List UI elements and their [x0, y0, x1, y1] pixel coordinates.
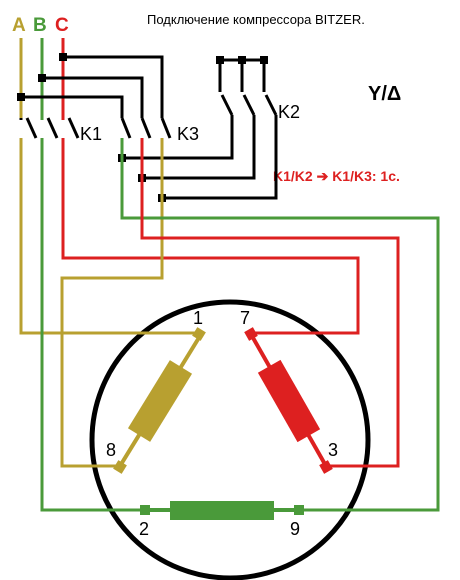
k2-label: K2: [278, 102, 300, 122]
phase-label-c: C: [55, 15, 69, 36]
k3-contacts: [120, 117, 172, 139]
phase-label-b: B: [33, 15, 47, 36]
k3-label: K3: [177, 124, 199, 144]
timing-note: K1/K2 ➔ K1/K3: 1c.: [273, 168, 400, 184]
wire-k3a-to-8: [60, 138, 164, 468]
terminal-7-label: 7: [240, 308, 250, 328]
k2-output-wires: [122, 115, 278, 200]
k2-junctions: [216, 56, 268, 64]
bus-junctions: [17, 53, 67, 101]
motor-housing: [89, 299, 371, 580]
k2-contacts: [218, 58, 278, 116]
wire-k3c-to-3: [140, 138, 400, 468]
wire-a-to-1: [19, 138, 198, 335]
mode-label: Y/Δ: [368, 83, 401, 105]
k1-contacts: [19, 117, 80, 139]
terminal-3-label: 3: [328, 440, 338, 460]
phase-label-a: A: [12, 15, 26, 36]
winding-a: [113, 327, 206, 474]
winding-c: [244, 327, 333, 474]
wire-k3b-to-9: [120, 138, 440, 512]
k1-label: K1: [80, 124, 102, 144]
terminal-1-label: 1: [193, 308, 203, 328]
bus-wires: [21, 55, 164, 118]
diagram-title: Подключение компрессора BITZER.: [147, 12, 365, 27]
wire-b-to-2: [40, 138, 145, 512]
terminal-2-label: 2: [139, 519, 149, 539]
winding-b: [140, 501, 304, 520]
terminal-9-label: 9: [290, 519, 300, 539]
wire-c-to-7: [61, 138, 360, 335]
terminal-8-label: 8: [106, 440, 116, 460]
